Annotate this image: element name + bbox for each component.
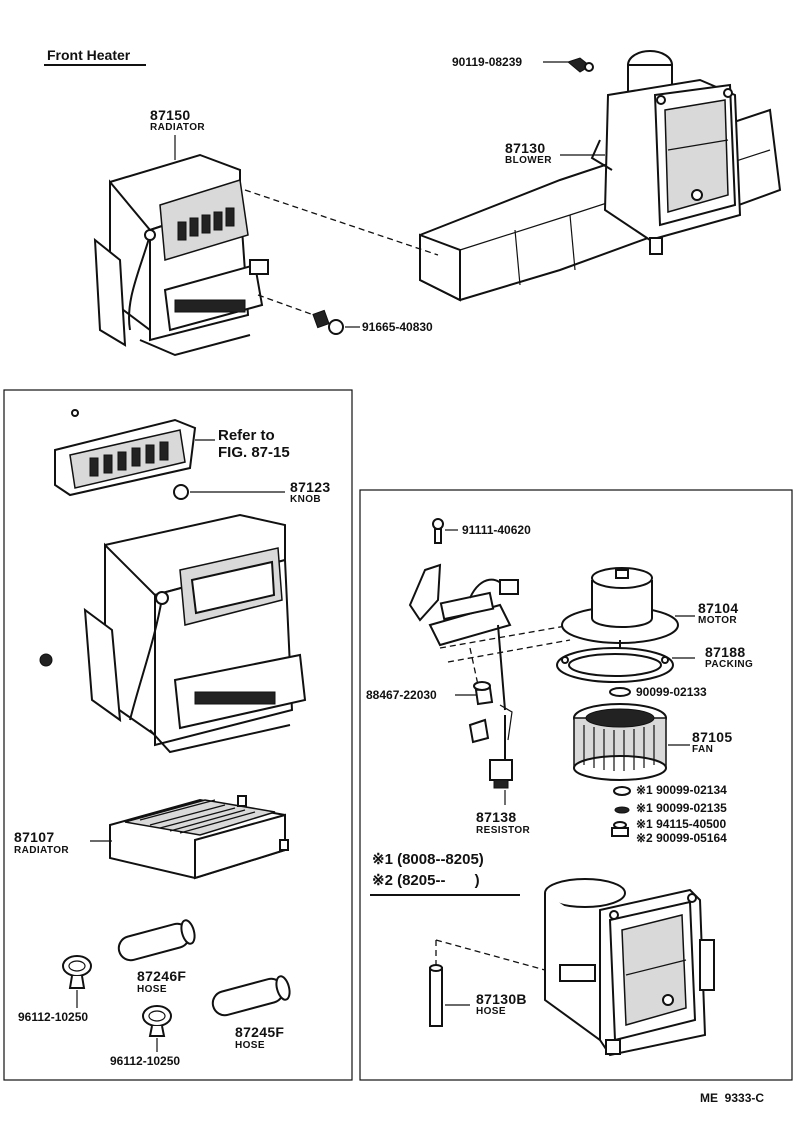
radiator-core-drawing [90, 795, 289, 880]
connector-line [244, 189, 439, 256]
note-row-2: ※1 90099-02135 [636, 802, 727, 814]
resistor-assembly-drawing [408, 563, 601, 805]
part-number-bolt-top: 90119-08239 [452, 55, 523, 69]
hose-clamp-drawing [142, 1005, 172, 1052]
note-mark: ※1 [636, 817, 653, 831]
packing-drawing [556, 647, 695, 683]
fan-drawing [573, 703, 690, 781]
document-code: ME 9333-C [700, 1091, 765, 1105]
part-number-grommet: 88467-22030 [366, 688, 437, 702]
motor-drawing [561, 567, 695, 665]
part-number-87188: 87188 [705, 644, 746, 660]
heater-body-drawing [39, 513, 307, 754]
part-number-87104: 87104 [698, 600, 739, 616]
part-number-87130: 87130 [505, 140, 546, 156]
knob-drawing [173, 484, 189, 500]
part-number-washer: 90099-02133 [636, 685, 707, 699]
bolt-91665-drawing [312, 309, 344, 335]
part-number-87105: 87105 [692, 729, 733, 745]
part-number-87138: 87138 [476, 809, 517, 825]
part-number-clamp-2: 96112-10250 [110, 1054, 181, 1068]
part-name-radiator: RADIATOR [150, 122, 206, 133]
note-part: 90099-02134 [656, 783, 727, 797]
note-row-1: ※1 90099-02134 [636, 784, 727, 796]
leader-lines-top [174, 61, 605, 328]
refer-text: Refer to [218, 427, 275, 444]
note-part: 90099-05164 [656, 831, 727, 845]
part-name-radiator-core: RADIATOR [14, 845, 70, 856]
screw-91111-drawing [432, 518, 458, 544]
control-panel-cover-drawing [54, 409, 215, 497]
washer-drawing [609, 687, 631, 697]
part-name-fan: FAN [692, 744, 714, 755]
note-part: 90099-02135 [656, 801, 727, 815]
note-row-3: ※1 94115-40500 [636, 818, 726, 830]
connector-line [257, 294, 323, 319]
part-name-blower: BLOWER [505, 155, 552, 166]
blower-housing-drawing [544, 878, 715, 1057]
note-part: 94115-40500 [656, 817, 727, 831]
part-number-bolt-side: 91665-40830 [362, 320, 433, 334]
note-mark: ※1 [636, 783, 653, 797]
diagram-title: Front Heater [47, 47, 131, 63]
right-panel-frame [359, 489, 793, 1081]
part-name-drain-hose: HOSE [476, 1006, 506, 1017]
part-name-hose-2: HOSE [235, 1040, 265, 1051]
note-mark: ※2 [636, 831, 653, 845]
legend-line-2: ※2 (8205-- ) [372, 872, 480, 889]
part-number-87130b: 87130B [476, 991, 527, 1007]
hose-87245f-drawing [211, 975, 291, 1017]
legend-line-1: ※1 (8008--8205) [372, 851, 484, 868]
fastener-drawings [611, 786, 631, 837]
radiator-assembly-drawing [93, 153, 269, 357]
hose-clamp-drawing [62, 955, 92, 1008]
blower-assembly-drawing [419, 50, 782, 302]
drain-hose-drawing [429, 939, 546, 1027]
part-name-hose-1: HOSE [137, 984, 167, 995]
refer-figure: FIG. 87-15 [218, 444, 290, 461]
part-number-87246f: 87246F [137, 968, 187, 984]
part-name-packing: PACKING [705, 659, 754, 670]
note-mark: ※1 [636, 801, 653, 815]
part-number-screw: 91111-40620 [462, 523, 531, 537]
part-name-knob: KNOB [290, 494, 322, 505]
left-panel-frame [3, 389, 353, 1081]
part-number-87123: 87123 [290, 479, 331, 495]
part-number-87245f: 87245F [235, 1024, 285, 1040]
hose-87246f-drawing [117, 919, 196, 962]
part-number-87107: 87107 [14, 829, 55, 845]
part-name-motor: MOTOR [698, 615, 738, 626]
part-name-resistor: RESISTOR [476, 825, 531, 836]
part-number-87150: 87150 [150, 107, 191, 123]
part-number-clamp-1: 96112-10250 [18, 1010, 89, 1024]
note-row-4: ※2 90099-05164 [636, 832, 727, 844]
